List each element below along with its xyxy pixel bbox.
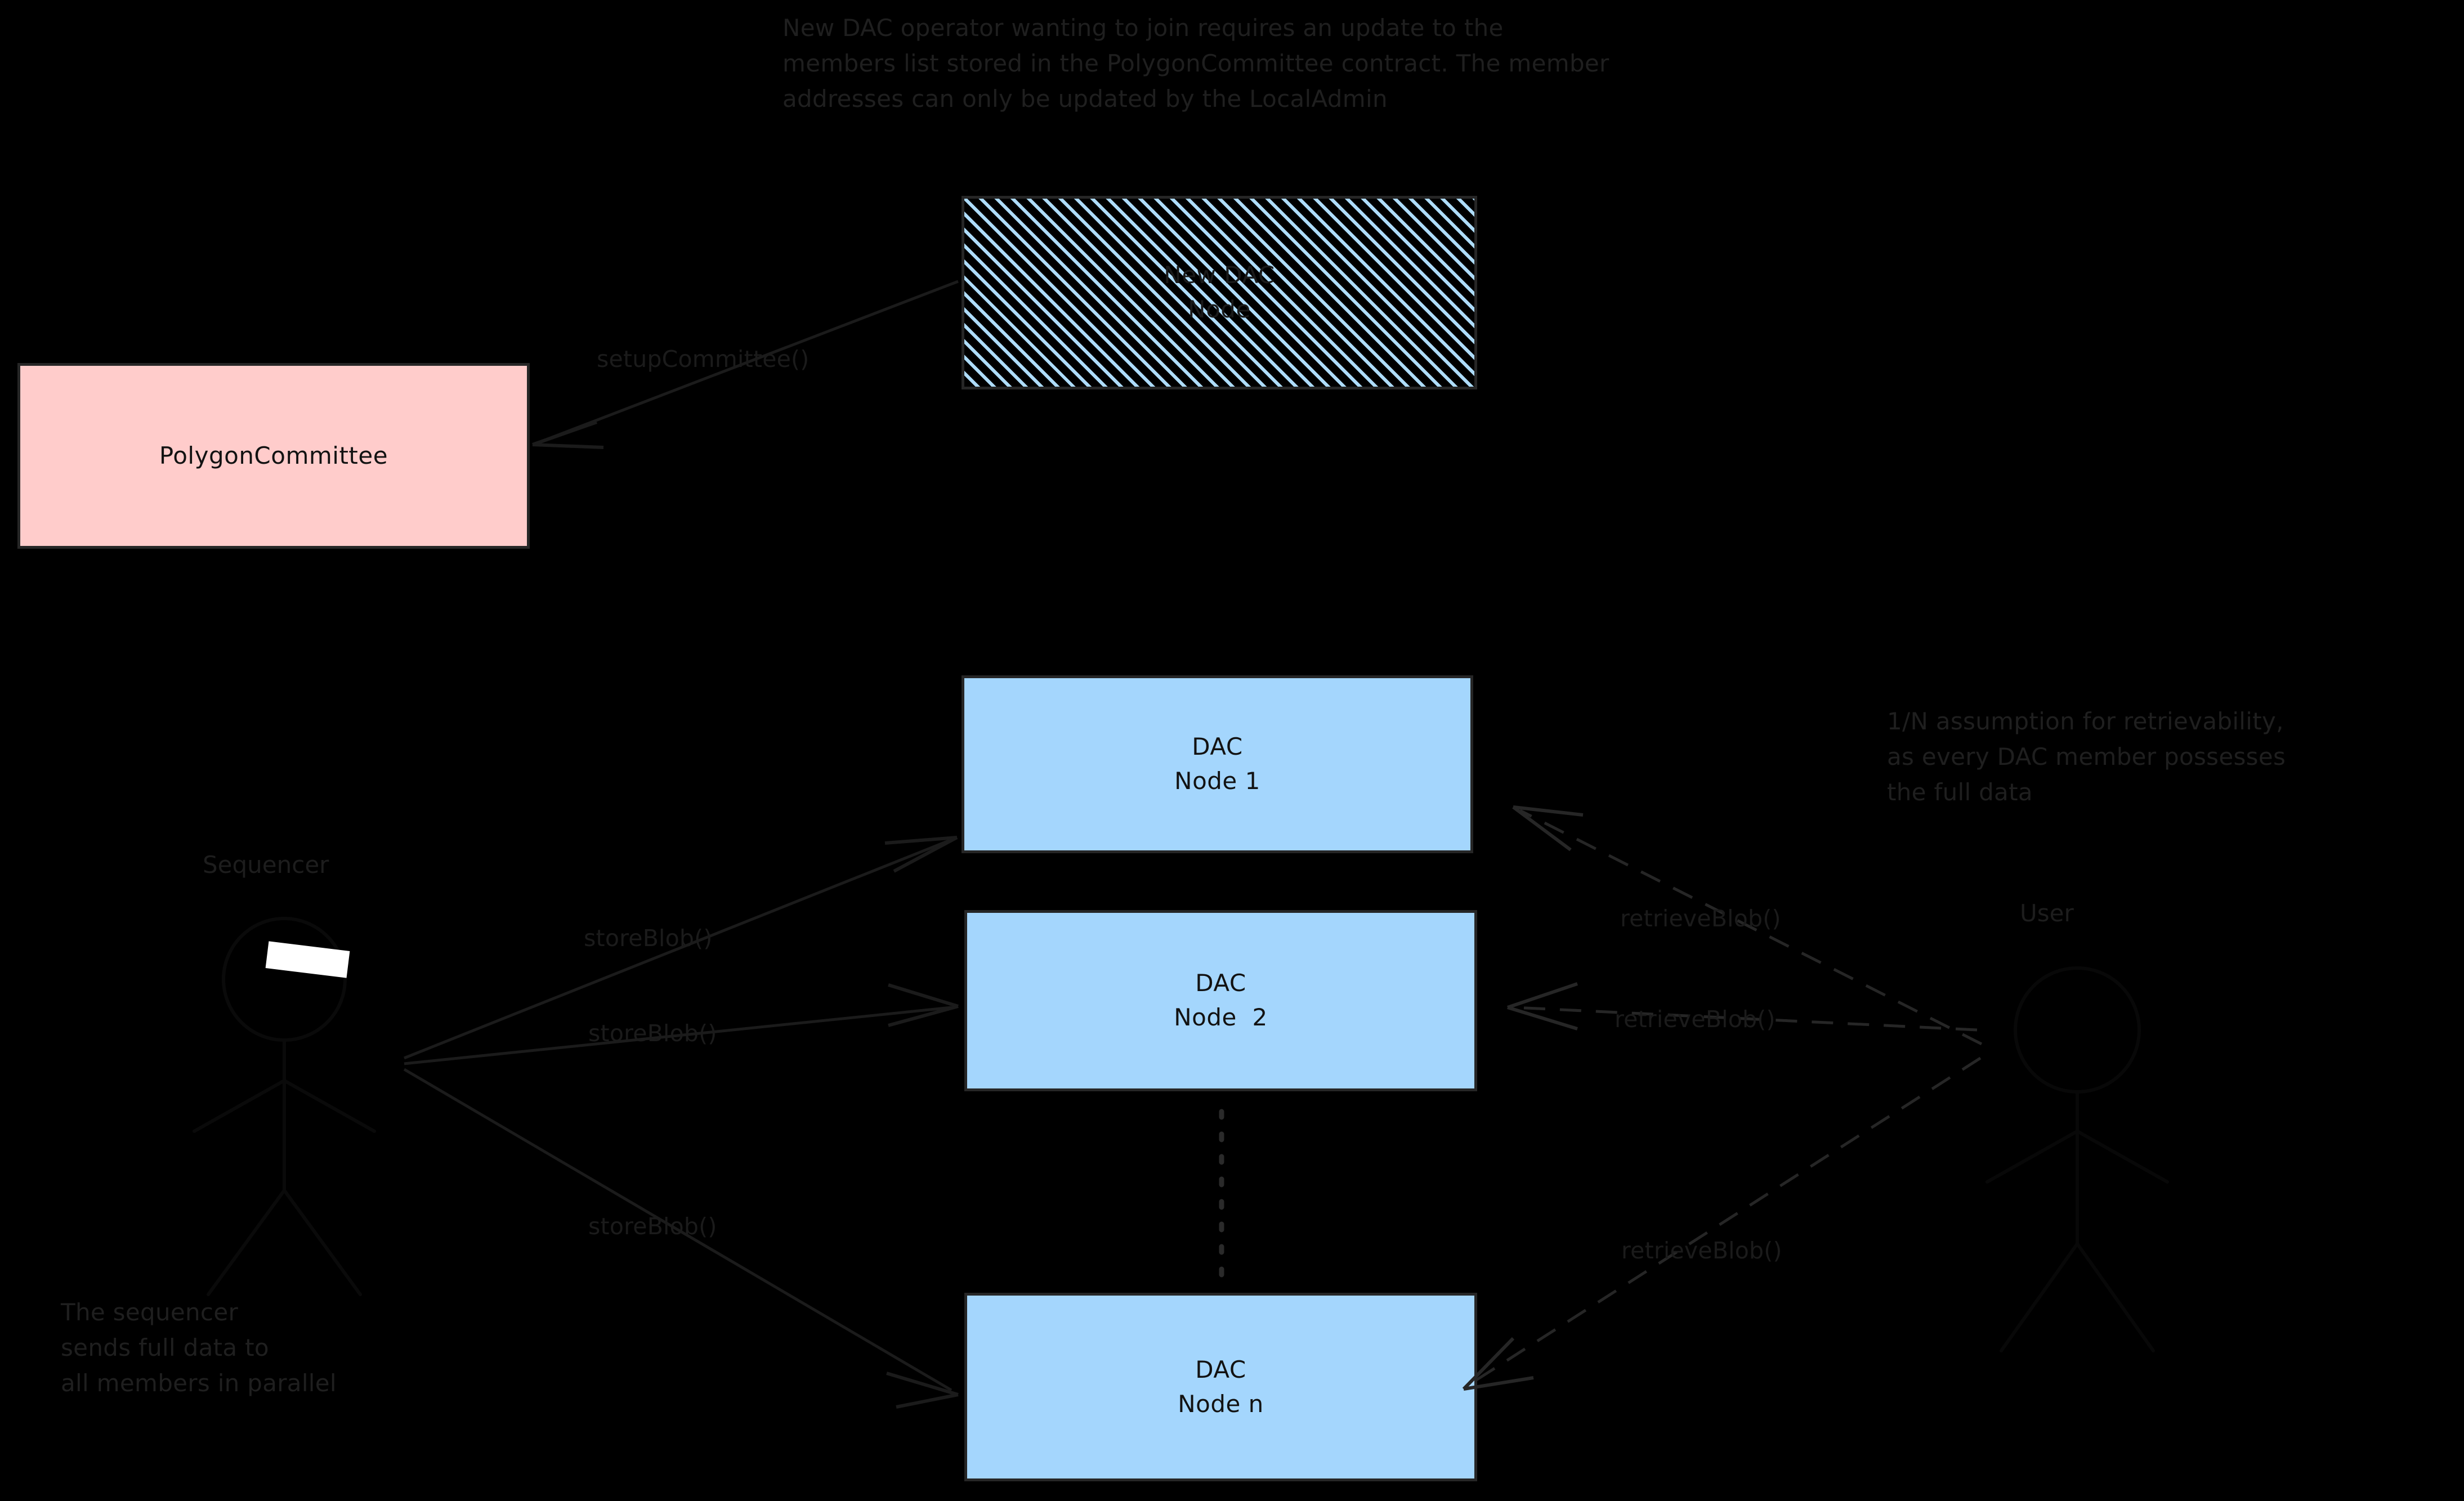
annotation-new-dac-operator: New DAC operator wanting to join require… xyxy=(782,14,1609,113)
dac-node-1-label: DAC Node 1 xyxy=(1174,733,1260,795)
edge-label-store-blob-1: storeBlob() xyxy=(584,925,713,952)
dac-node-2-box[interactable]: DAC Node 2 xyxy=(964,910,1477,1091)
annotation-sequencer-parallel: The sequencer sends full data to all mem… xyxy=(61,1298,337,1397)
edge-label-store-blob-2: storeBlob() xyxy=(588,1020,717,1047)
new-dac-node-label: New DAC Node xyxy=(1164,261,1275,323)
new-dac-node-box[interactable]: New DAC Node xyxy=(962,196,1477,389)
dac-node-n-label: DAC Node n xyxy=(1178,1355,1264,1418)
edge-label-retrieve-blob-n: retrieveBlob() xyxy=(1621,1237,1782,1264)
dac-node-2-label: DAC Node 2 xyxy=(1174,969,1268,1031)
user-stick-figure xyxy=(1985,966,2169,1352)
polygon-committee-box[interactable]: PolygonCommittee xyxy=(17,363,530,549)
edge-label-setup-committee: setupCommittee() xyxy=(597,346,810,373)
annotation-retrievability: 1/N assumption for retrievability, as ev… xyxy=(1887,707,2286,806)
selection-highlight-rect[interactable] xyxy=(265,941,350,978)
actor-label-sequencer: Sequencer xyxy=(203,851,329,879)
sequencer-stick-figure xyxy=(193,917,376,1296)
edge-label-retrieve-blob-1: retrieveBlob() xyxy=(1620,905,1781,932)
edge-label-store-blob-n: storeBlob() xyxy=(588,1213,717,1240)
dac-node-n-box[interactable]: DAC Node n xyxy=(964,1293,1477,1481)
actor-label-user: User xyxy=(2020,899,2074,927)
polygon-committee-label: PolygonCommittee xyxy=(159,441,388,469)
dac-node-1-box[interactable]: DAC Node 1 xyxy=(962,675,1473,853)
edge-label-retrieve-blob-2: retrieveBlob() xyxy=(1615,1006,1776,1033)
edge-retrieve-blob-n xyxy=(1462,1056,1982,1391)
